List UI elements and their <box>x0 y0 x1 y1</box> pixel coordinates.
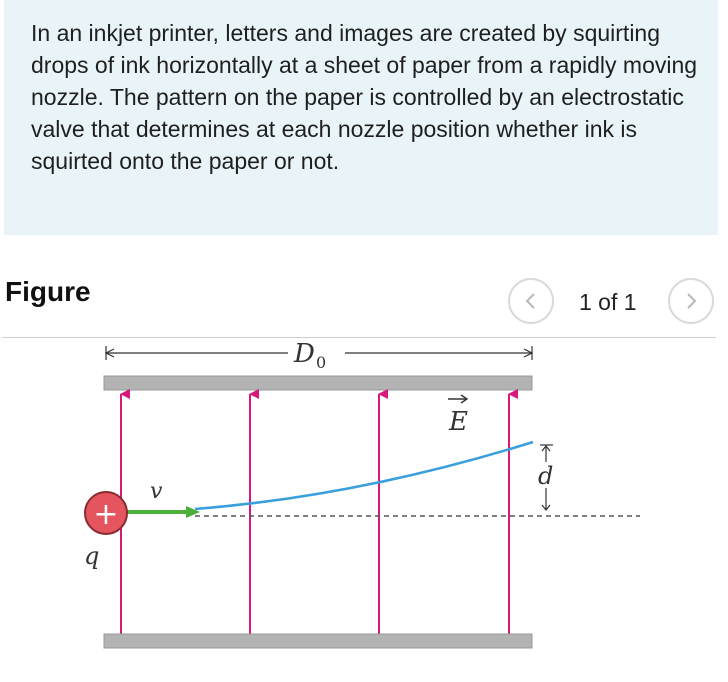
charged-drop: + <box>84 491 128 535</box>
charge-sign: + <box>93 497 118 532</box>
bottom-plate <box>103 633 533 649</box>
problem-text: In an inkjet printer, letters and images… <box>31 20 698 174</box>
deflection-dimension: d <box>538 444 553 511</box>
velocity-label: v <box>150 479 163 504</box>
figure-header: Figure 1 of 1 <box>0 266 728 338</box>
top-plate <box>103 375 533 391</box>
ink-deflection-diagram: D 0 E d v + q <box>84 339 640 649</box>
figure-page-indicator: 1 of 1 <box>579 289 637 315</box>
field-label-group: E <box>448 394 469 437</box>
figure-title: Figure <box>5 276 91 307</box>
ink-trajectory <box>194 440 534 511</box>
figure-divider <box>2 337 716 338</box>
chevron-right-icon <box>687 293 697 309</box>
length-dimension: D 0 <box>104 339 534 372</box>
chevron-left-icon <box>525 293 535 309</box>
previous-figure-button[interactable] <box>508 278 554 324</box>
deflection-label: d <box>538 462 553 490</box>
length-subscript: 0 <box>316 353 326 372</box>
next-figure-button[interactable] <box>668 278 714 324</box>
length-label: D <box>293 339 315 369</box>
field-label: E <box>448 407 468 437</box>
charge-label: q <box>84 542 99 570</box>
velocity-arrow: v <box>124 479 200 518</box>
problem-statement-box: In an inkjet printer, letters and images… <box>4 0 718 235</box>
